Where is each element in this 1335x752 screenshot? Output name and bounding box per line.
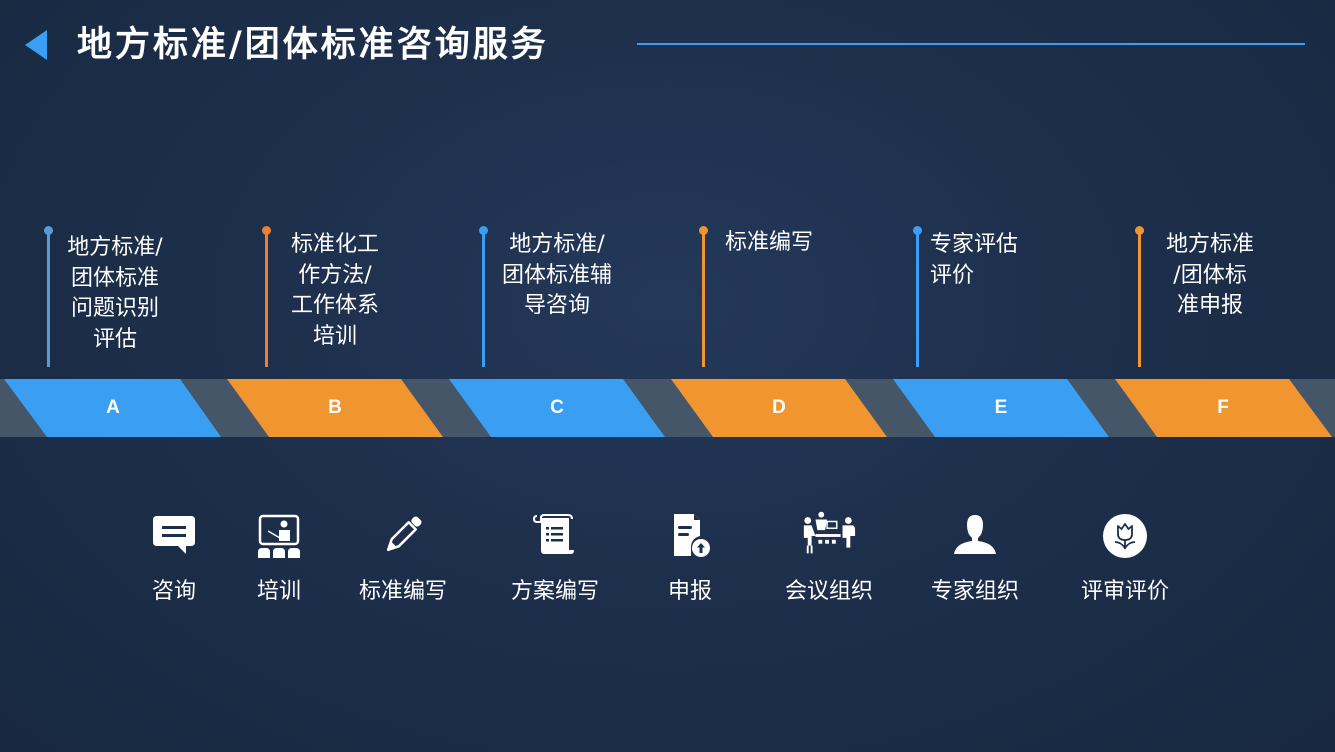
service-application: 申报 [625,510,755,607]
left-triangle-icon [25,30,47,60]
step-letter-d: D [772,397,786,418]
service-review-evaluation: 评审评价 [1060,510,1190,607]
segment-f-shape [1115,379,1332,437]
step-text-c: 地方标准/ 团体标准辅 导咨询 [501,232,612,318]
service-label: 咨询 [151,579,196,604]
meeting-icon [803,511,856,554]
step-text-a: 地方标准/ 团体标准 问题识别 评估 [67,235,163,352]
step-letter-a: A [106,397,120,418]
step-text-b: 标准化工 作方法/ 工作体系 培训 [290,232,379,349]
document-upload-icon [674,514,710,557]
step-letter-e: E [994,397,1008,418]
training-presentation-icon [258,514,300,558]
step-text-e: 专家评估 评价 [930,232,1019,288]
scroll-document-icon [532,514,574,554]
step-letter-b: B [328,397,342,418]
segment-b-shape [227,379,443,437]
title-divider [637,43,1305,45]
page-title: 地方标准/团体标准咨询服务 [77,25,549,65]
service-label: 会议组织 [784,579,873,604]
service-consulting: 咨询 [109,510,239,607]
tulip-badge-icon [1103,514,1147,558]
service-label: 评审评价 [1080,579,1169,604]
service-expert-organization: 专家组织 [910,510,1040,607]
segment-d-shape [671,379,887,437]
service-label: 标准编写 [358,579,447,604]
pencil-icon [386,516,422,552]
step-letter-c: C [550,397,564,418]
segment-c-shape [449,379,665,437]
person-icon [954,515,996,554]
service-training: 培训 [214,510,344,607]
segment-e-shape [893,379,1109,437]
step-text-f: 地方标准 /团体标 准申报 [1165,232,1254,318]
timeline-band-graphic [0,379,1335,437]
chat-bubble-icon [153,516,195,554]
service-meeting: 会议组织 [764,510,894,607]
service-label: 申报 [667,579,712,604]
service-label: 方案编写 [510,579,599,604]
service-plan-writing: 方案编写 [490,510,620,607]
step-text-d: 标准编写 [725,230,814,255]
service-label: 专家组织 [930,579,1019,604]
segment-a-shape [4,379,221,437]
timeline-band [0,379,1335,437]
step-letter-f: F [1217,397,1229,418]
service-label: 培训 [256,579,301,604]
service-standard-writing: 标准编写 [338,510,468,607]
